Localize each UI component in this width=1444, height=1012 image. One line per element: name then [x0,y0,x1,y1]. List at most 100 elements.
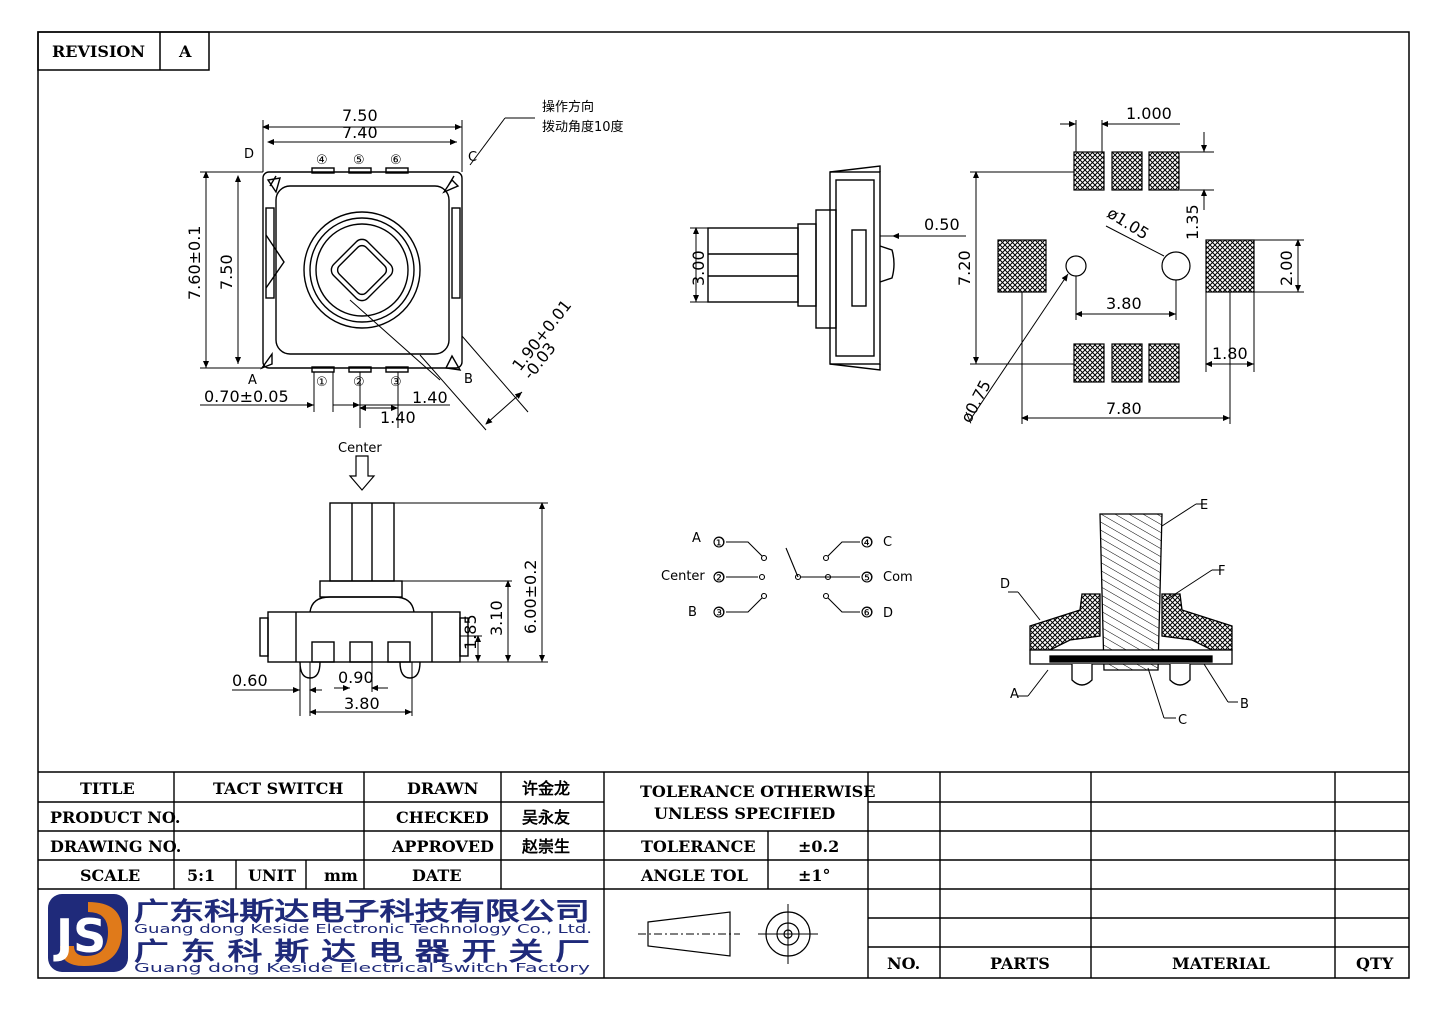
dim-h-outer: 7.60±0.1 [185,226,204,300]
corner-c: C [468,150,477,165]
drawn-value: 许金龙 [522,779,570,798]
dim-stem: 3.00 [689,250,708,286]
approved-label: APPROVED [391,837,494,856]
approved-value: 赵崇生 [521,837,570,856]
sch-right-com: Com [883,570,913,585]
drawing-label: DRAWING NO. [50,837,181,856]
dim-hole-dist: 3.80 [1106,294,1142,313]
scale-label: SCALE [80,866,140,885]
sch-pin-5: ⑤ [861,571,873,586]
sch-left-a: A [692,531,701,546]
tol-header-1: TOLERANCE OTHERWISE [640,782,875,801]
dim-h-base: 1.85 [461,614,480,650]
dim-pin-span: 3.80 [344,694,380,713]
company-name: 广东科斯达电子科技有限公司 Guang dong Keside Electron… [134,897,592,975]
center-label: Center [338,441,382,456]
dim-h: 7.20 [955,250,974,286]
sch-left-b: B [688,605,697,620]
dim-pad-gap: 1.80 [1212,344,1248,363]
section-label-b: B [1240,697,1249,712]
drawn-label: DRAWN [407,779,478,798]
title-value: TACT SWITCH [213,779,343,798]
date-label: DATE [412,866,462,885]
factory-name-cn: 广 东 科 斯 达 电 器 开 关 厂 [134,937,590,966]
dim-lead-dia: ø0.75 [957,377,995,426]
dim-lead: 0.50 [924,215,960,234]
corner-b: B [464,372,473,387]
pin-bottom-3: ③ [390,375,402,390]
dim-diag: 1.90+0.01-0.03 [508,296,586,383]
schematic [713,536,873,618]
sch-pin-2: ② [713,571,725,586]
section-label-e: E [1200,498,1208,513]
sch-right-c: C [883,535,892,550]
dim-pin-w-front: 0.60 [232,671,268,690]
dim-pad-w: 2.00 [1277,250,1296,286]
dim-pin-gap: 0.90 [338,668,374,687]
corner-d: D [244,147,254,162]
note-angle: 拨动角度10度 [542,119,624,135]
bom-header-material: MATERIAL [1172,954,1270,973]
bom-header-no: NO. [887,954,920,973]
pin-bottom-2: ② [353,375,365,390]
product-label: PRODUCT NO. [50,808,181,827]
pin-top-6: ⑥ [390,153,402,168]
corner-a: A [248,373,257,388]
dim-h-total: 6.00±0.2 [521,560,540,634]
dim-h-inner: 7.50 [217,254,236,290]
angle-value: ±1° [798,866,831,885]
dim-pitch-a: 1.40 [412,388,448,407]
dim-h-body: 3.10 [487,600,506,636]
schematic-labels: A Center B ① ② ③ ④ ⑤ ⑥ C Com D [661,531,913,621]
sch-right-d: D [883,606,893,621]
bom-header-qty: QTY [1356,954,1394,973]
sch-pin-1: ① [713,536,725,551]
pin-top-4: ④ [316,153,328,168]
sheet-border [37,31,1410,979]
revision-label: REVISION [52,42,145,61]
top-view-labels: 7.50 7.40 7.60±0.1 7.50 0.70±0.05 1.40 1… [185,99,624,456]
section-label-c: C [1178,713,1187,728]
company-name-en: Guang dong Keside Electronic Technology … [134,922,592,936]
factory-name-en: Guang dong Keside Electrical Switch Fact… [134,961,590,975]
side-view-labels: 3.00 0.50 [689,215,960,286]
scale-value: 5:1 [187,866,215,885]
unit-value: mm [324,866,358,885]
dim-w-outer: 7.50 [342,106,378,125]
section-label-a: A [1010,687,1019,702]
angle-label: ANGLE TOL [640,866,748,885]
dim-pitch-b: 1.40 [380,408,416,427]
sch-pin-3: ③ [713,606,725,621]
checked-value: 吴永友 [522,808,571,827]
projection-symbol [638,904,818,964]
dim-w-inner: 7.40 [342,123,378,142]
pin-bottom-1: ① [316,375,328,390]
dim-w: 7.80 [1106,399,1142,418]
bom-header-parts: PARTS [990,954,1050,973]
dim-pitch: 1.000 [1126,104,1172,123]
tol-header-2: UNLESS SPECIFIED [654,804,835,823]
sch-pin-6: ⑥ [861,606,873,621]
pad-layout [969,120,1304,424]
side-view [690,165,966,371]
title-label: TITLE [80,779,135,798]
front-view-labels: 6.00±0.2 3.10 1.85 0.60 0.90 3.80 [232,560,540,713]
company-logo: JS [48,894,128,972]
pin-top-5: ⑤ [353,153,365,168]
section-label-f: F [1218,564,1225,579]
section-view [1008,503,1238,719]
revision-value: A [178,42,192,61]
section-label-d: D [1000,577,1010,592]
dim-pad-h: 1.35 [1183,204,1202,240]
unit-label: UNIT [248,866,296,885]
sch-pin-4: ④ [861,536,873,551]
note-op-direction: 操作方向 [542,99,594,115]
tol-value: ±0.2 [798,837,839,856]
section-labels: E F D A C B [1000,498,1249,728]
dim-pin-w: 0.70±0.05 [204,387,289,406]
top-view [200,117,535,491]
front-view [232,502,548,716]
checked-label: CHECKED [396,808,489,827]
company-name-cn: 广东科斯达电子科技有限公司 [134,897,590,926]
